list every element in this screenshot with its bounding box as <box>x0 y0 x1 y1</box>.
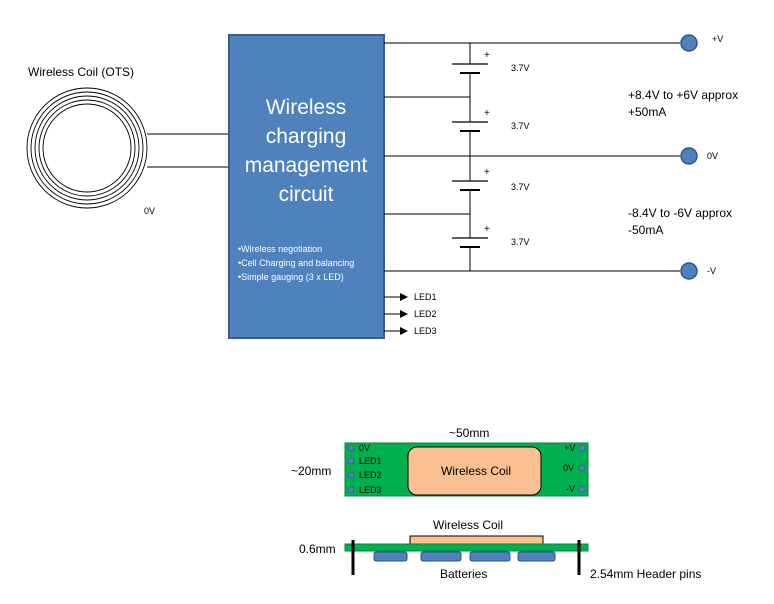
pcb-right-pins <box>578 444 586 493</box>
led2-label: LED2 <box>414 309 437 319</box>
cell-3-voltage: 3.7V <box>511 182 530 192</box>
battery-stack <box>452 43 488 271</box>
pcb-left-pin-4-label: LED3 <box>359 485 382 495</box>
pcb-left-pin-3-label: LED2 <box>359 470 382 480</box>
cell-3-plus: + <box>484 167 490 178</box>
coil-title: Wireless Coil (OTS) <box>28 65 134 79</box>
pcb-right-pin-1-label: +V <box>564 443 575 453</box>
cell-4-voltage: 3.7V <box>511 237 530 247</box>
terminal-negative-label: -V <box>707 266 716 276</box>
led1-label: LED1 <box>414 292 437 302</box>
cell-2-plus: + <box>484 108 490 119</box>
terminal-positive <box>680 34 698 52</box>
pcb-height-label: ~20mm <box>291 464 331 478</box>
positive-current-label: +50mA <box>628 105 666 119</box>
pcb-side-board <box>344 543 589 552</box>
pcb-top-coil <box>407 446 542 496</box>
terminal-zero <box>680 147 698 165</box>
terminal-zero-label: 0V <box>707 151 718 161</box>
block-title-line-4: circuit <box>279 183 334 206</box>
pcb-left-pin-2-label: LED1 <box>359 456 382 466</box>
block-bullet-3: •Simple gauging (3 x LED) <box>238 272 344 282</box>
block-bullet-1: •Wireless negotiation <box>238 244 322 254</box>
block-title-line-1: Wireless <box>266 96 347 119</box>
led3-label: LED3 <box>414 326 437 336</box>
negative-current-label: -50mA <box>628 223 663 237</box>
pcb-left-pins <box>347 444 355 494</box>
block-title-line-3: management <box>245 154 368 177</box>
cell-1-voltage: 3.7V <box>511 63 530 73</box>
pcb-side-coil <box>409 535 544 545</box>
cell-1-plus: + <box>484 50 490 61</box>
management-block <box>228 34 385 339</box>
negative-range-label: -8.4V to -6V approx <box>628 206 732 220</box>
cell-4-plus: + <box>484 224 490 235</box>
pcb-left-pin-1-label: 0V <box>359 443 370 453</box>
positive-range-label: +8.4V to +6V approx <box>628 88 738 102</box>
pcb-width-label: ~50mm <box>449 426 489 440</box>
pcb-right-pin-3-label: -V <box>566 484 575 494</box>
header-pins-label: 2.54mm Header pins <box>590 567 701 581</box>
coil-zero-label: 0V <box>144 206 155 216</box>
block-bullet-2: •Cell Charging and balancing <box>238 258 354 268</box>
cell-2-voltage: 3.7V <box>511 121 530 131</box>
pcb-side-batteries <box>373 551 556 562</box>
pcb-thickness-label: 0.6mm <box>299 542 336 556</box>
batteries-label: Batteries <box>440 567 487 581</box>
block-title-line-2: charging <box>266 125 347 148</box>
pcb-side-coil-label: Wireless Coil <box>433 518 503 532</box>
pcb-top-coil-label: Wireless Coil <box>441 464 511 478</box>
terminal-positive-label: +V <box>712 34 723 44</box>
terminal-negative <box>680 262 698 280</box>
pcb-right-pin-2-label: 0V <box>563 463 574 473</box>
coil-symbol <box>26 87 148 209</box>
